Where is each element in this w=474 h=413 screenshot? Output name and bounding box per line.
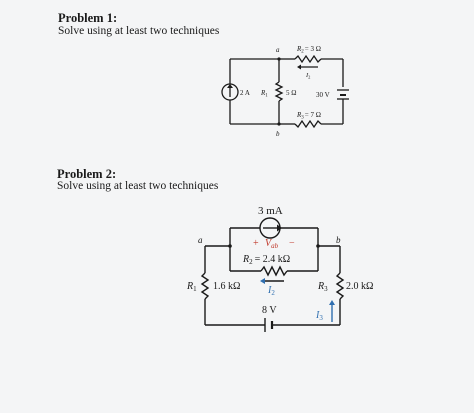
problem2-title: Problem 2: [57,167,117,181]
p2-current-source-arrowhead [277,224,282,232]
p1-node-a-dot [277,57,281,61]
p1-i2-arrowhead [297,64,301,70]
p1-node-b-label: b [276,130,280,138]
p1-r1-label: R1 [260,89,268,99]
p1-r1-value: 5 Ω [286,89,296,97]
p2-i2-label: I2 [267,285,275,297]
p1-resistor-r1-zigzag [274,81,284,102]
p2-r1-label: R1 [186,281,197,293]
p2-resistor-r2-zigzag [260,265,288,277]
problem2-subtitle: Solve using at least two techniques [57,180,219,192]
p2-node-b-dot [316,244,320,248]
p1-i2-label: I2 [305,72,310,80]
p2-r1-value: 1.6 kΩ [213,281,240,292]
p2-node-a-dot [228,244,232,248]
p2-source-current-label: 3 mA [258,205,283,217]
p1-r2-label: R2= 3 Ω [296,45,321,55]
p1-node-a-label: a [276,46,280,54]
p1-source-current-label: 2 A [240,89,250,97]
p1-resistor-r3-zigzag [294,119,322,129]
p2-i3-arrowhead [329,300,335,305]
p1-current-source-arrowhead [227,84,233,88]
p2-i2-arrowhead [260,278,265,284]
p2-resistor-r1-zigzag [200,272,210,300]
p1-resistor-r2-zigzag [294,54,322,64]
problem1-subtitle: Solve using at least two techniques [58,25,220,37]
problem1-title: Problem 1: [58,11,118,25]
p1-node-b-dot [277,122,281,126]
p2-vab-label: Vab [265,238,279,250]
p2-i3-label: I3 [315,310,323,322]
p2-plus-sign: + [253,238,259,249]
p2-resistor-r3-zigzag [335,272,345,300]
p2-node-b-label: b [336,235,341,245]
p2-source-voltage-label: 8 V [262,305,277,316]
p2-minus-sign: − [289,238,295,249]
p2-node-a-label: a [198,235,203,245]
p1-r3-label: R3= 7 Ω [296,111,321,121]
p2-r3-value: 2.0 kΩ [346,281,373,292]
p2-r2-label: R2= 2.4 kΩ [242,254,290,266]
p2-r3-label: R3 [317,281,328,293]
p1-source-voltage-label: 30 V [316,91,330,99]
